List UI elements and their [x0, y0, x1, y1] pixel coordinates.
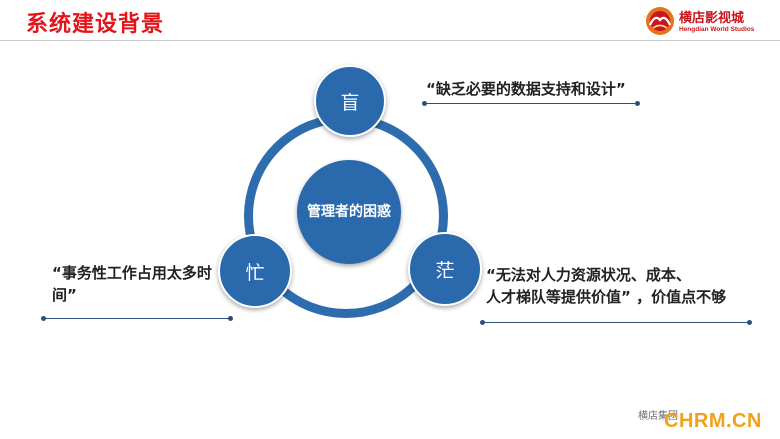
- header-divider: [0, 40, 780, 41]
- callout-top-text: “缺乏必要的数据支持和设计”: [426, 80, 626, 98]
- callout-right-text: “无法对人力资源状况、成本、 人才梯队等提供价值” ，价值点不够: [486, 264, 726, 308]
- leader-dot: [480, 320, 485, 325]
- footer-text: 横店集团: [638, 411, 678, 422]
- leader-dot: [422, 101, 427, 106]
- node-busy: 忙: [218, 234, 292, 308]
- callout-right-line-2: 人才梯队等提供价值” ，价值点不够: [486, 288, 727, 306]
- center-node: 管理者的困惑: [297, 160, 401, 264]
- leader-dot: [228, 316, 233, 321]
- leader-dot: [635, 101, 640, 106]
- company-logo: 横店影视城 Hengdian World Studios: [645, 4, 779, 38]
- leader-dot: [41, 316, 46, 321]
- page-title: 系统建设背景: [26, 12, 165, 37]
- callout-top-leader: [422, 101, 640, 106]
- callout-right-line-1: “无法对人力资源状况、成本、: [486, 266, 691, 284]
- node-lost: 茫: [408, 232, 482, 306]
- logo-name-cn: 横店影视城: [679, 11, 745, 26]
- callout-right-leader: [480, 320, 752, 325]
- watermark: CHRM.CN: [664, 410, 762, 432]
- logo-name-en: Hengdian World Studios: [679, 26, 755, 33]
- node-blind: 盲: [314, 65, 386, 137]
- callout-left-text: “事务性工作占用太多时间”: [52, 264, 212, 304]
- logo-emblem-icon: [646, 7, 674, 35]
- callout-left-leader: [41, 316, 233, 321]
- leader-dot: [747, 320, 752, 325]
